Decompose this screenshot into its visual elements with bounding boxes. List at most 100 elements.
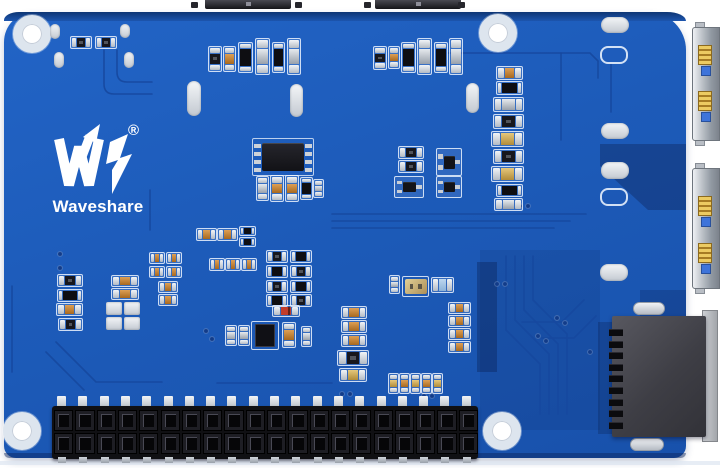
solder-pad-oval	[50, 24, 60, 39]
gpio-pin-tab-bottom	[143, 457, 152, 463]
smd-res	[398, 146, 424, 159]
via	[535, 333, 541, 339]
smd-res	[290, 265, 312, 278]
trace	[116, 49, 153, 83]
usb-contacts	[698, 196, 712, 216]
gpio-pin-tab-bottom	[271, 457, 279, 463]
smd-pad	[106, 302, 122, 315]
smd-diode	[272, 305, 300, 317]
gpio-pin-tab	[78, 396, 88, 408]
smd-res	[266, 280, 288, 293]
smd-chip	[57, 289, 83, 302]
gpio-pin-hole	[245, 410, 265, 431]
gpio-pin-tab-bottom	[334, 457, 343, 463]
smd-cap-s	[417, 38, 432, 75]
gpio-pin-hole	[416, 410, 436, 431]
smd-cap-o	[209, 258, 225, 271]
gpio-pin-tab	[333, 396, 343, 408]
ethernet-pin	[609, 398, 623, 406]
empty-footprint	[600, 188, 628, 206]
gpio-pin-hole	[181, 433, 202, 454]
usb-tongue	[701, 66, 711, 76]
mounting-hole	[479, 14, 517, 52]
gpio-pin-hole	[394, 433, 415, 454]
smd-cap-s	[389, 275, 400, 294]
gpio-pin-hole	[288, 433, 308, 454]
gpio-pin-tab	[163, 396, 173, 408]
gpio-pin-tab	[248, 396, 258, 408]
smd-cap-o	[448, 341, 471, 353]
smd-cap-s	[313, 179, 324, 198]
smd-cap-o	[241, 258, 257, 271]
transistor-sot23	[436, 148, 462, 176]
solder-pad-oval	[601, 17, 629, 33]
gpio-pin-tab	[461, 396, 471, 408]
gpio-pin-hole	[54, 410, 74, 431]
smd-cap-y	[432, 373, 443, 394]
smd-cap-o	[388, 46, 400, 69]
connector-nub	[295, 2, 302, 8]
gpio-pin-hole	[54, 433, 74, 454]
gpio-pin-tab	[99, 396, 109, 408]
gpio-pin-tab-bottom	[398, 457, 407, 463]
via	[502, 281, 508, 287]
gpio-pin-tab-bottom	[79, 457, 88, 463]
gpio-pin-tab	[397, 396, 407, 408]
waveshare-logo-mark	[54, 124, 132, 194]
smd-chip	[434, 42, 448, 73]
gpio-pin-hole	[394, 410, 415, 431]
gpio-pin-hole	[458, 433, 478, 454]
smd-chip	[266, 294, 288, 307]
via	[347, 391, 353, 397]
gpio-pin-hole	[117, 433, 138, 454]
smd-cap-o	[166, 266, 182, 278]
smd-res	[95, 36, 117, 49]
gpio-pin-hole	[139, 433, 159, 454]
gpio-pin-tab-bottom	[420, 457, 429, 463]
usb-tongue	[701, 112, 711, 122]
trace	[514, 255, 550, 415]
smd-chip	[290, 250, 312, 263]
gpio-pin-tab-bottom	[100, 457, 109, 463]
smd-cap-o	[285, 175, 299, 202]
smd-cap-o	[56, 303, 83, 316]
ethernet-pad	[633, 302, 665, 315]
smd-chip	[238, 42, 253, 73]
ethernet-pin	[609, 329, 623, 336]
gpio-pin-hole	[224, 433, 244, 454]
gpio-pin-tab-bottom	[228, 457, 237, 463]
gpio-pin-tab-bottom	[207, 457, 216, 463]
gpio-pin-hole	[267, 433, 287, 454]
smd-res	[290, 294, 312, 307]
soic8-chip	[252, 138, 314, 176]
gpio-pin-hole	[139, 410, 159, 431]
smd-chip	[272, 42, 285, 73]
smd-res	[493, 149, 524, 164]
copper-pour	[480, 250, 600, 430]
connector-nub	[458, 2, 465, 8]
gpio-pin-hole	[330, 433, 351, 454]
gpio-pin-tab-bottom	[121, 457, 130, 463]
smd-cap-o	[225, 258, 241, 271]
gpio-pin-tab	[312, 396, 322, 408]
usb-connector-top-edge	[205, 0, 291, 9]
smd-cap-o	[341, 320, 367, 333]
empty-footprint	[600, 46, 628, 64]
gpio-pin-hole	[458, 410, 478, 431]
smd-chip	[266, 265, 288, 278]
gpio-pin-tab-bottom	[441, 457, 450, 463]
gpio-pin-hole	[416, 433, 436, 454]
gpio-pin-tab	[57, 396, 66, 408]
crystal-oscillator	[402, 276, 429, 297]
trace	[45, 351, 85, 391]
gpio-pin-tab	[227, 396, 237, 408]
gpio-pin-hole	[96, 433, 116, 454]
via	[57, 251, 63, 257]
smd-cap-o	[341, 306, 367, 319]
ethernet-pin	[609, 387, 623, 394]
smd-cap-o	[341, 334, 367, 347]
gpio-pin-tab	[440, 396, 450, 408]
